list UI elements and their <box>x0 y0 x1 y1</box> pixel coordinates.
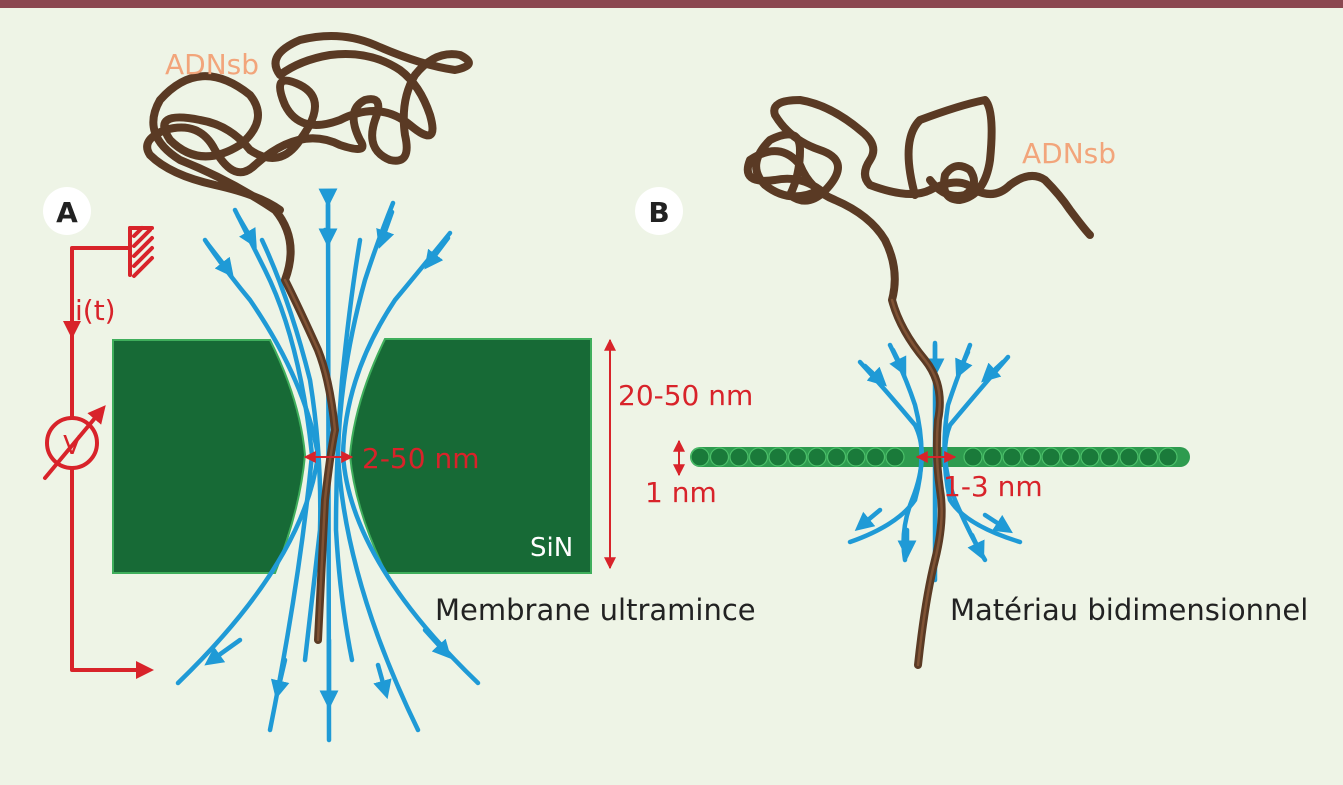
thickness-label-b: 1 nm <box>645 476 717 509</box>
top-border-bar <box>0 0 1343 8</box>
graphene-atom <box>1060 447 1081 467</box>
graphene-atom <box>1041 447 1061 467</box>
caption-b: Matériau bidimensionnel <box>950 593 1308 627</box>
panel-a: A <box>43 32 756 743</box>
graphene-atom <box>748 447 769 467</box>
voltmeter-needle <box>43 405 106 480</box>
ground-symbol <box>128 226 154 278</box>
graphene-atom <box>709 447 730 467</box>
graphene-atom <box>787 447 808 467</box>
graphene-atom <box>826 447 847 467</box>
graphene-atom <box>963 447 983 467</box>
graphene-atom <box>846 447 866 467</box>
graphene-atom <box>1119 447 1139 467</box>
graphene-atom <box>768 447 788 467</box>
graphene-atom <box>1099 447 1120 467</box>
dna-strand-a <box>143 32 473 644</box>
material-label: SiN <box>530 533 573 563</box>
graphene-layer <box>690 447 1190 467</box>
badge-b-circle <box>635 187 683 235</box>
pore-width-label-b: 1-3 nm <box>943 470 1043 503</box>
panel-b: B ADNsb 1 nm 1-3 <box>635 96 1308 669</box>
graphene-atom <box>807 447 827 467</box>
graphene-atom <box>729 447 749 467</box>
graphene-atom <box>865 447 886 467</box>
membrane-left-block <box>112 339 307 574</box>
graphene-atom <box>885 447 905 467</box>
caption-a: Membrane ultramince <box>435 593 756 627</box>
graphene-atom <box>982 447 1003 467</box>
graphene-atom <box>1158 447 1178 467</box>
badge-b-label: B <box>648 196 669 229</box>
voltmeter-label: V <box>63 431 81 461</box>
graphene-atom <box>1138 447 1159 467</box>
dna-strand-b <box>743 96 1094 669</box>
dna-label-b: ADNsb <box>1022 137 1116 170</box>
badge-a-label: A <box>56 196 78 229</box>
graphene-atom <box>1080 447 1100 467</box>
graphene-atom <box>1002 447 1022 467</box>
dna-label-a: ADNsb <box>165 48 259 81</box>
pore-width-label-a: 2-50 nm <box>362 442 479 475</box>
badge-a-circle <box>43 187 91 235</box>
graphene-atom <box>1021 447 1042 467</box>
thickness-label-a: 20-50 nm <box>618 379 753 412</box>
current-label: i(t) <box>75 294 116 327</box>
graphene-atom <box>690 447 710 467</box>
measurement-circuit <box>43 226 154 679</box>
